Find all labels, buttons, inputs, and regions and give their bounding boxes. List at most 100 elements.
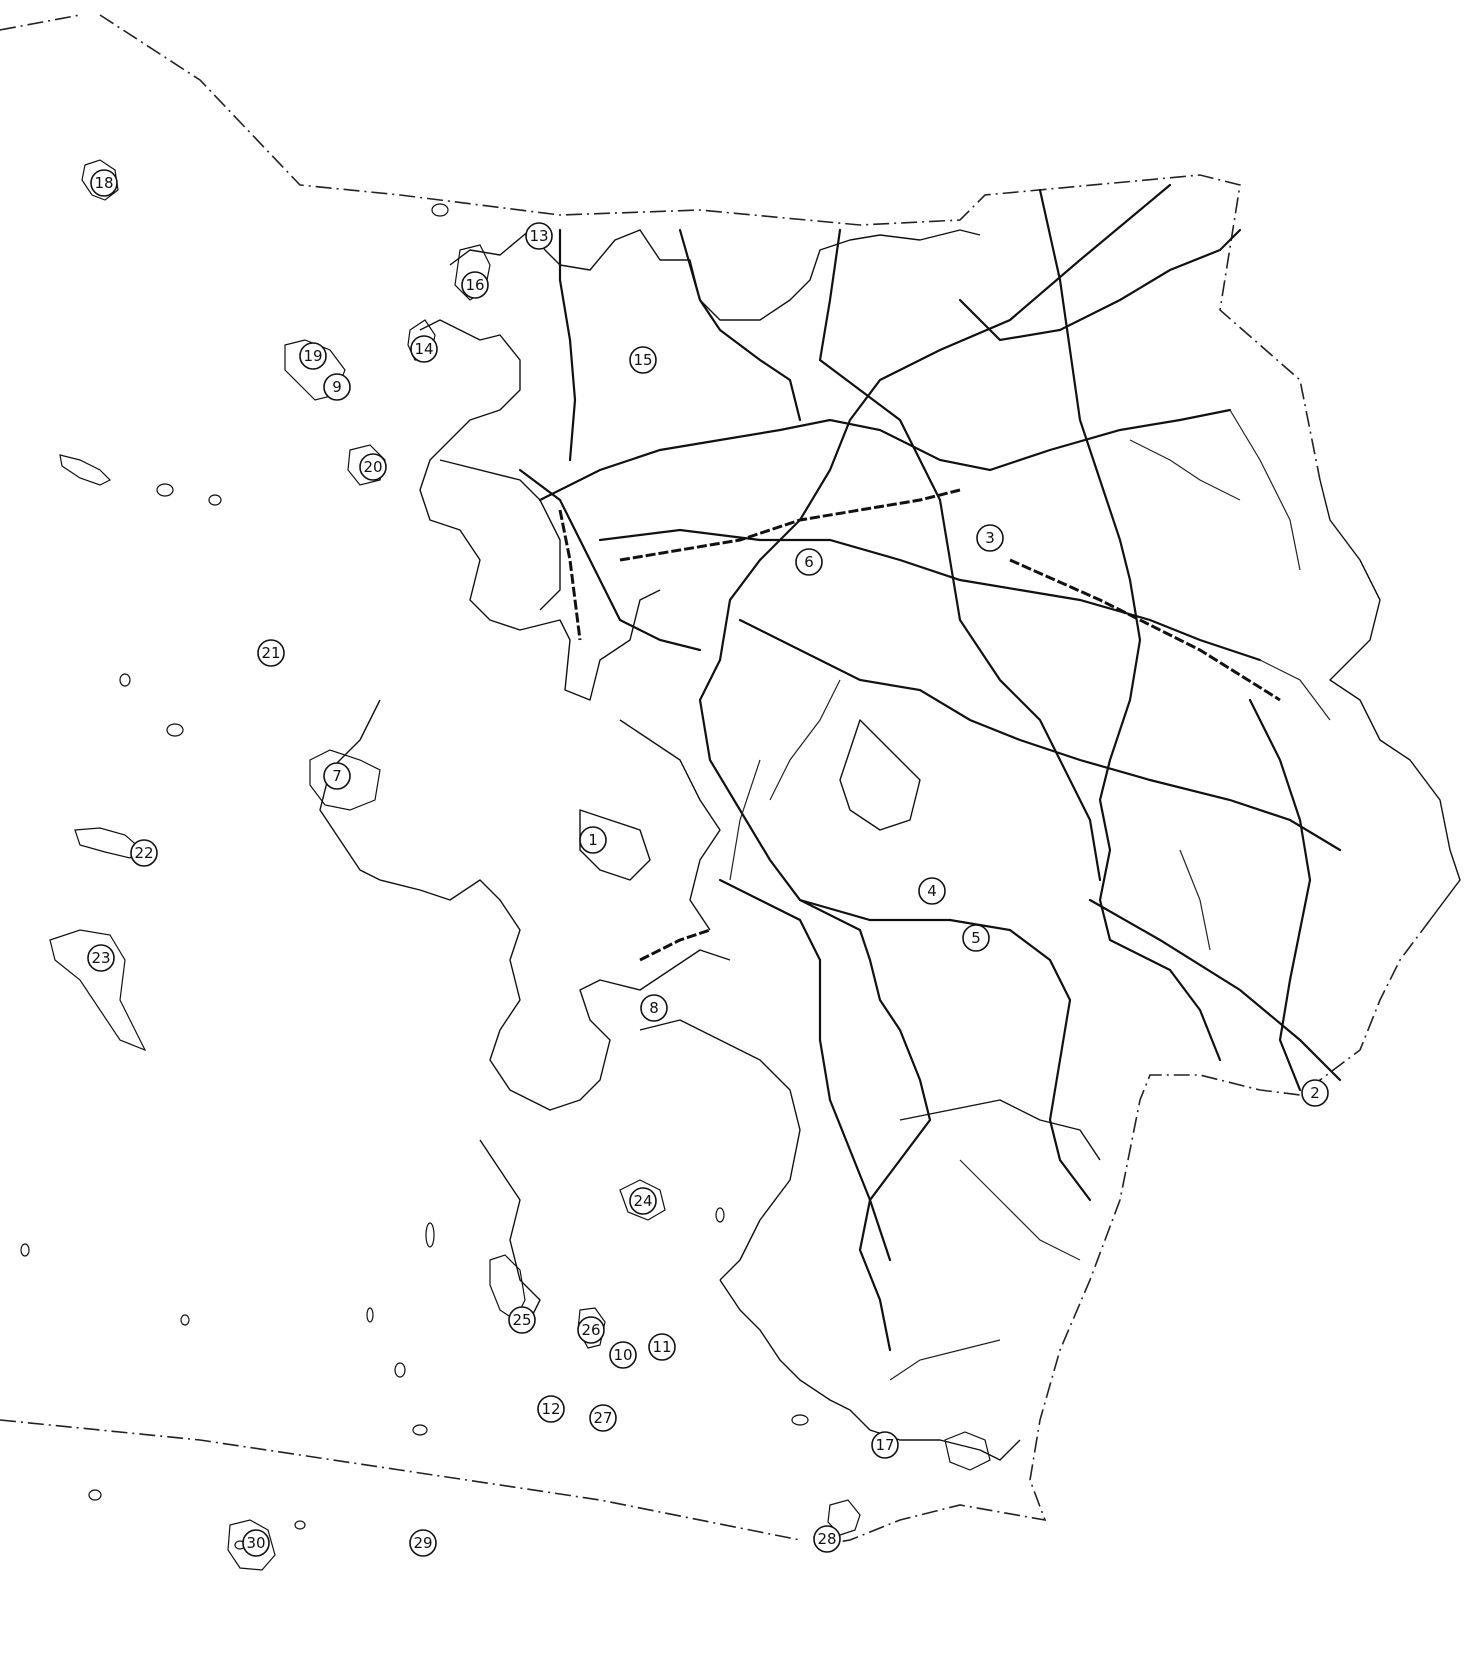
road-east-west-3 <box>738 618 1342 852</box>
minor-road-2 <box>1129 439 1241 501</box>
island-30 <box>227 1519 276 1571</box>
map-marker-6[interactable]: 6 <box>795 548 823 576</box>
map-marker-28[interactable]: 28 <box>813 1525 841 1553</box>
marker-circle <box>629 346 657 374</box>
islet-d <box>119 673 131 687</box>
marker-circle <box>918 877 946 905</box>
map-marker-26[interactable]: 26 <box>577 1316 605 1344</box>
marker-label: 30 <box>246 1534 265 1552</box>
minor-roads <box>729 409 1331 1381</box>
map-marker-17[interactable]: 17 <box>871 1431 899 1459</box>
islet-f <box>180 1314 190 1326</box>
rail-network <box>558 488 1281 962</box>
road-east-west-1 <box>538 408 1232 502</box>
marker-circle <box>323 762 351 790</box>
road-diagonal-2 <box>818 228 1102 882</box>
minor-road-8 <box>729 759 761 881</box>
marker-circle <box>242 1529 270 1557</box>
map-marker-4[interactable]: 4 <box>918 877 946 905</box>
marker-label: 21 <box>261 644 280 662</box>
marker-circle <box>410 335 438 363</box>
map-marker-7[interactable]: 7 <box>323 762 351 790</box>
islet-m <box>425 1222 435 1248</box>
map-marker-16[interactable]: 16 <box>461 271 489 299</box>
road-network <box>518 183 1342 1352</box>
minor-road-6 <box>889 1339 1001 1381</box>
map-marker-13[interactable]: 13 <box>525 222 553 250</box>
marker-circle <box>257 639 285 667</box>
map-marker-14[interactable]: 14 <box>410 335 438 363</box>
islet-b <box>208 494 222 506</box>
island-18 <box>81 159 119 201</box>
map-marker-11[interactable]: 11 <box>648 1333 676 1361</box>
map-marker-22[interactable]: 22 <box>130 839 158 867</box>
marker-label: 27 <box>593 1409 612 1427</box>
map-marker-24[interactable]: 24 <box>629 1187 657 1215</box>
minor-road-7 <box>769 679 841 801</box>
road-east-west-2 <box>598 528 1262 662</box>
marker-label: 26 <box>581 1321 600 1339</box>
map-marker-10[interactable]: 10 <box>609 1341 637 1369</box>
coastline-inner-5 <box>899 1099 1101 1161</box>
marker-label: 7 <box>332 767 342 785</box>
marker-circle <box>871 1431 899 1459</box>
islet-g <box>88 1489 102 1501</box>
island-20 <box>347 444 386 486</box>
marker-circle <box>976 524 1004 552</box>
marker-circle <box>589 1404 617 1432</box>
marker-label: 23 <box>91 949 110 967</box>
marker-label: 2 <box>1310 1084 1320 1102</box>
map-marker-2[interactable]: 2 <box>1301 1079 1329 1107</box>
island-elongated <box>59 454 112 486</box>
island-17 <box>944 1431 991 1471</box>
coastline-bay <box>419 319 661 701</box>
map-marker-21[interactable]: 21 <box>257 639 285 667</box>
marker-label: 9 <box>332 378 342 396</box>
map-marker-25[interactable]: 25 <box>508 1306 536 1334</box>
marker-label: 3 <box>985 529 995 547</box>
marker-label: 13 <box>529 227 548 245</box>
marker-label: 22 <box>134 844 153 862</box>
rail-line-main <box>619 488 961 562</box>
map-marker-9[interactable]: 9 <box>323 373 351 401</box>
boundary-northwest <box>99 14 1321 481</box>
marker-circle <box>629 1187 657 1215</box>
map-marker-8[interactable]: 8 <box>640 994 668 1022</box>
coastline-inner-1 <box>619 719 721 931</box>
road-west-connector <box>518 468 702 652</box>
map-marker-18[interactable]: 18 <box>90 169 118 197</box>
map-marker-19[interactable]: 19 <box>299 342 327 370</box>
island-28 <box>827 1499 861 1536</box>
coastline-southeast <box>719 1279 1021 1461</box>
islet-e <box>20 1243 30 1257</box>
marker-label: 6 <box>804 553 814 571</box>
marker-label: 8 <box>649 999 659 1017</box>
marker-circle <box>525 222 553 250</box>
marker-label: 24 <box>633 1192 652 1210</box>
map-marker-1[interactable]: 1 <box>579 826 607 854</box>
map-marker-3[interactable]: 3 <box>976 524 1004 552</box>
map-marker-27[interactable]: 27 <box>589 1404 617 1432</box>
map-marker-23[interactable]: 23 <box>87 944 115 972</box>
marker-label: 16 <box>465 276 484 294</box>
map-marker-15[interactable]: 15 <box>629 346 657 374</box>
marker-label: 15 <box>633 351 652 369</box>
minor-road-1 <box>1229 409 1301 571</box>
road-northeast <box>958 228 1242 342</box>
map-marker-20[interactable]: 20 <box>359 453 387 481</box>
marker-label: 1 <box>588 831 598 849</box>
marker-circle <box>795 548 823 576</box>
islands <box>20 159 991 1571</box>
rail-line-west <box>558 509 582 641</box>
map-marker-29[interactable]: 29 <box>409 1529 437 1557</box>
map-marker-12[interactable]: 12 <box>537 1395 565 1423</box>
boundary-west-top <box>0 14 81 31</box>
marker-label: 5 <box>971 929 981 947</box>
map-marker-30[interactable]: 30 <box>242 1529 270 1557</box>
map-marker-5[interactable]: 5 <box>962 924 990 952</box>
marker-circle <box>409 1529 437 1557</box>
islet-n <box>394 1362 406 1378</box>
coastline-inner-3 <box>579 809 651 881</box>
road-south-branch <box>718 878 892 1262</box>
